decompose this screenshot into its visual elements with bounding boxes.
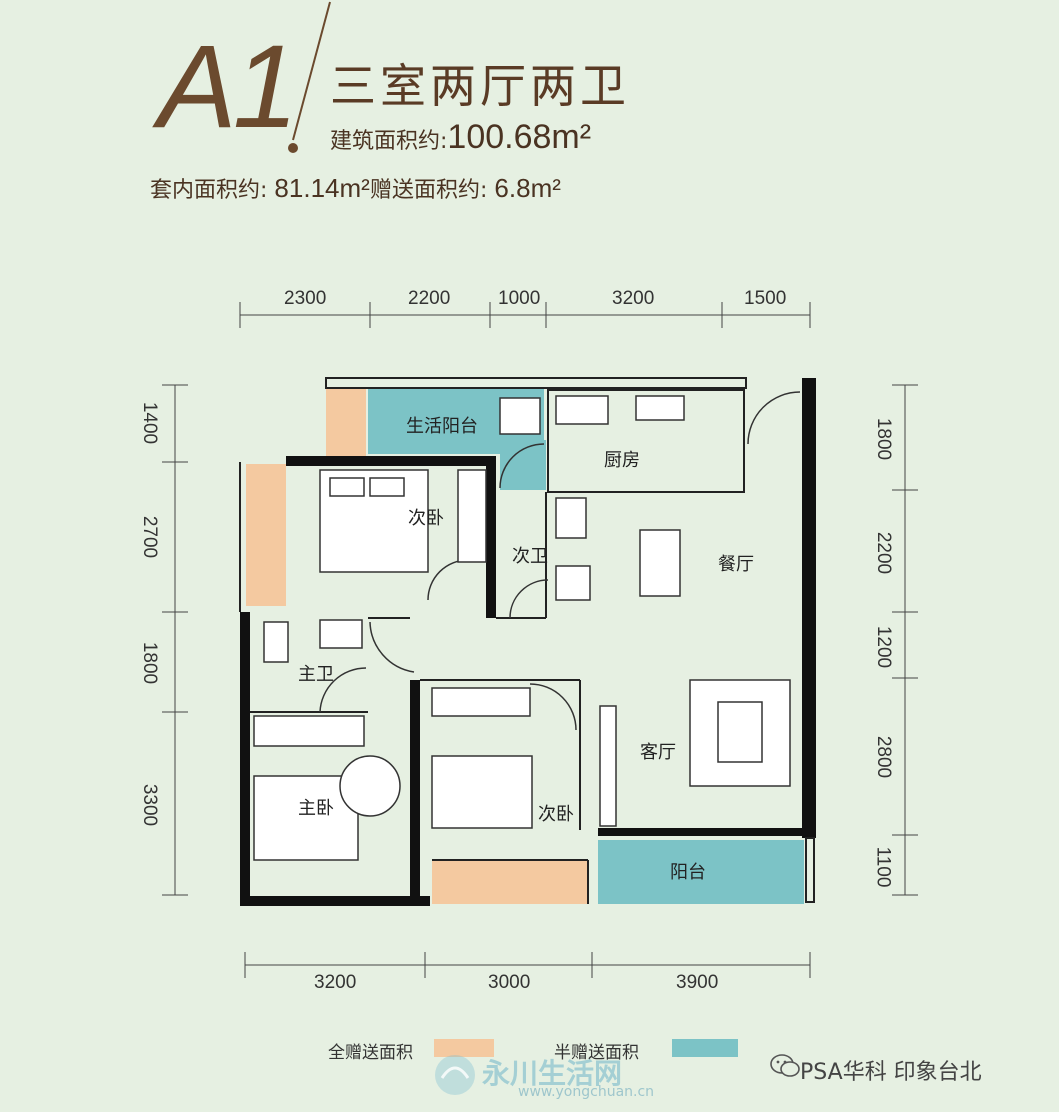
inner-area: 套内面积约: 81.14m²: [150, 172, 370, 204]
dim-right-2: 2200: [873, 531, 895, 575]
washer-icon: [499, 397, 541, 435]
dim-bottom-3: 3900: [676, 972, 719, 993]
unit-code: A1: [158, 21, 298, 153]
building-area-label: 建筑面积约:: [330, 129, 448, 154]
gift-area-value: 6.8m²: [494, 173, 561, 203]
furniture: [253, 395, 791, 861]
thin-walls: [239, 377, 815, 904]
tv-cabinet-icon: [599, 705, 617, 827]
wechat-icon: [770, 1054, 800, 1077]
room-utility-balcony: 生活阳台: [406, 416, 478, 437]
stove-icon: [635, 395, 685, 421]
toilet-icon: [555, 497, 587, 539]
watermark-site: 永川生活网: [482, 1057, 623, 1090]
room-second-bathroom: 次卫: [512, 546, 548, 567]
legend-half-gift-label: 半赠送面积: [554, 1043, 639, 1063]
dimension-lines: [162, 302, 918, 978]
walls: [240, 378, 816, 906]
round-table-icon: [339, 755, 401, 817]
room-master-bathroom: 主卫: [298, 664, 334, 685]
wardrobe-icon: [457, 469, 487, 563]
half-gift-area: [598, 840, 804, 904]
legend-full-gift-swatch: [434, 1039, 494, 1057]
room-kitchen: 厨房: [604, 450, 640, 471]
title-slash-decoration: [288, 1, 331, 153]
dim-bottom-2: 3000: [488, 972, 531, 993]
inner-area-label: 套内面积约:: [150, 178, 268, 203]
dim-right-1: 1800: [873, 417, 895, 461]
gift-area-label: 赠送面积约:: [370, 178, 488, 203]
dim-bottom-1: 3200: [314, 972, 357, 993]
gift-area: 赠送面积约: 6.8m²: [370, 172, 561, 204]
full-gift-area: [432, 860, 588, 904]
room-second-bedroom-b: 次卧: [538, 804, 574, 825]
dim-left-1: 1400: [139, 401, 161, 445]
bed-icon: [431, 755, 533, 829]
dining-table-icon: [639, 529, 681, 597]
full-gift-area: [246, 464, 286, 606]
door-swings: [319, 391, 801, 731]
room-second-bedroom-a: 次卧: [408, 508, 444, 529]
dim-top-1: 2300: [284, 288, 327, 309]
room-living: 客厅: [640, 742, 676, 763]
dim-left-2: 2700: [139, 515, 161, 559]
sink-icon: [319, 619, 363, 649]
full-gift-area: [326, 388, 366, 456]
wardrobe-icon: [253, 715, 365, 747]
credit-text: PSA华科 印象台北: [800, 1060, 982, 1085]
room-master-bedroom: 主卧: [298, 798, 334, 819]
toilet-icon: [263, 621, 289, 663]
wardrobe-icon: [431, 687, 531, 717]
building-area-value: 100.68m²: [447, 118, 592, 156]
dim-top-5: 1500: [744, 288, 787, 309]
sink-icon: [555, 395, 609, 425]
dim-top-3: 1000: [498, 288, 541, 309]
dim-top-2: 2200: [408, 288, 451, 309]
sink-icon: [555, 565, 591, 601]
watermark-logo-icon: [435, 1055, 475, 1095]
coffee-table-icon: [717, 701, 763, 763]
half-gift-area: [500, 440, 546, 490]
legend-half-gift-swatch: [672, 1039, 738, 1057]
room-dining: 餐厅: [718, 554, 754, 575]
dim-right-4: 2800: [873, 735, 895, 779]
dim-top-4: 3200: [612, 288, 655, 309]
room-balcony: 阳台: [670, 862, 706, 883]
dim-left-3: 1800: [139, 641, 161, 685]
layout-title: 三室两厅两卫: [330, 59, 630, 113]
dim-right-3: 1200: [873, 625, 895, 669]
watermark-url: www.yongchuan.cn: [518, 1084, 655, 1100]
inner-area-value: 81.14m²: [274, 173, 370, 203]
building-area: 建筑面积约:100.68m²: [330, 118, 591, 157]
dim-left-4: 3300: [139, 783, 161, 827]
dim-right-5: 1100: [872, 846, 894, 888]
legend-full-gift-label: 全赠送面积: [328, 1043, 413, 1063]
